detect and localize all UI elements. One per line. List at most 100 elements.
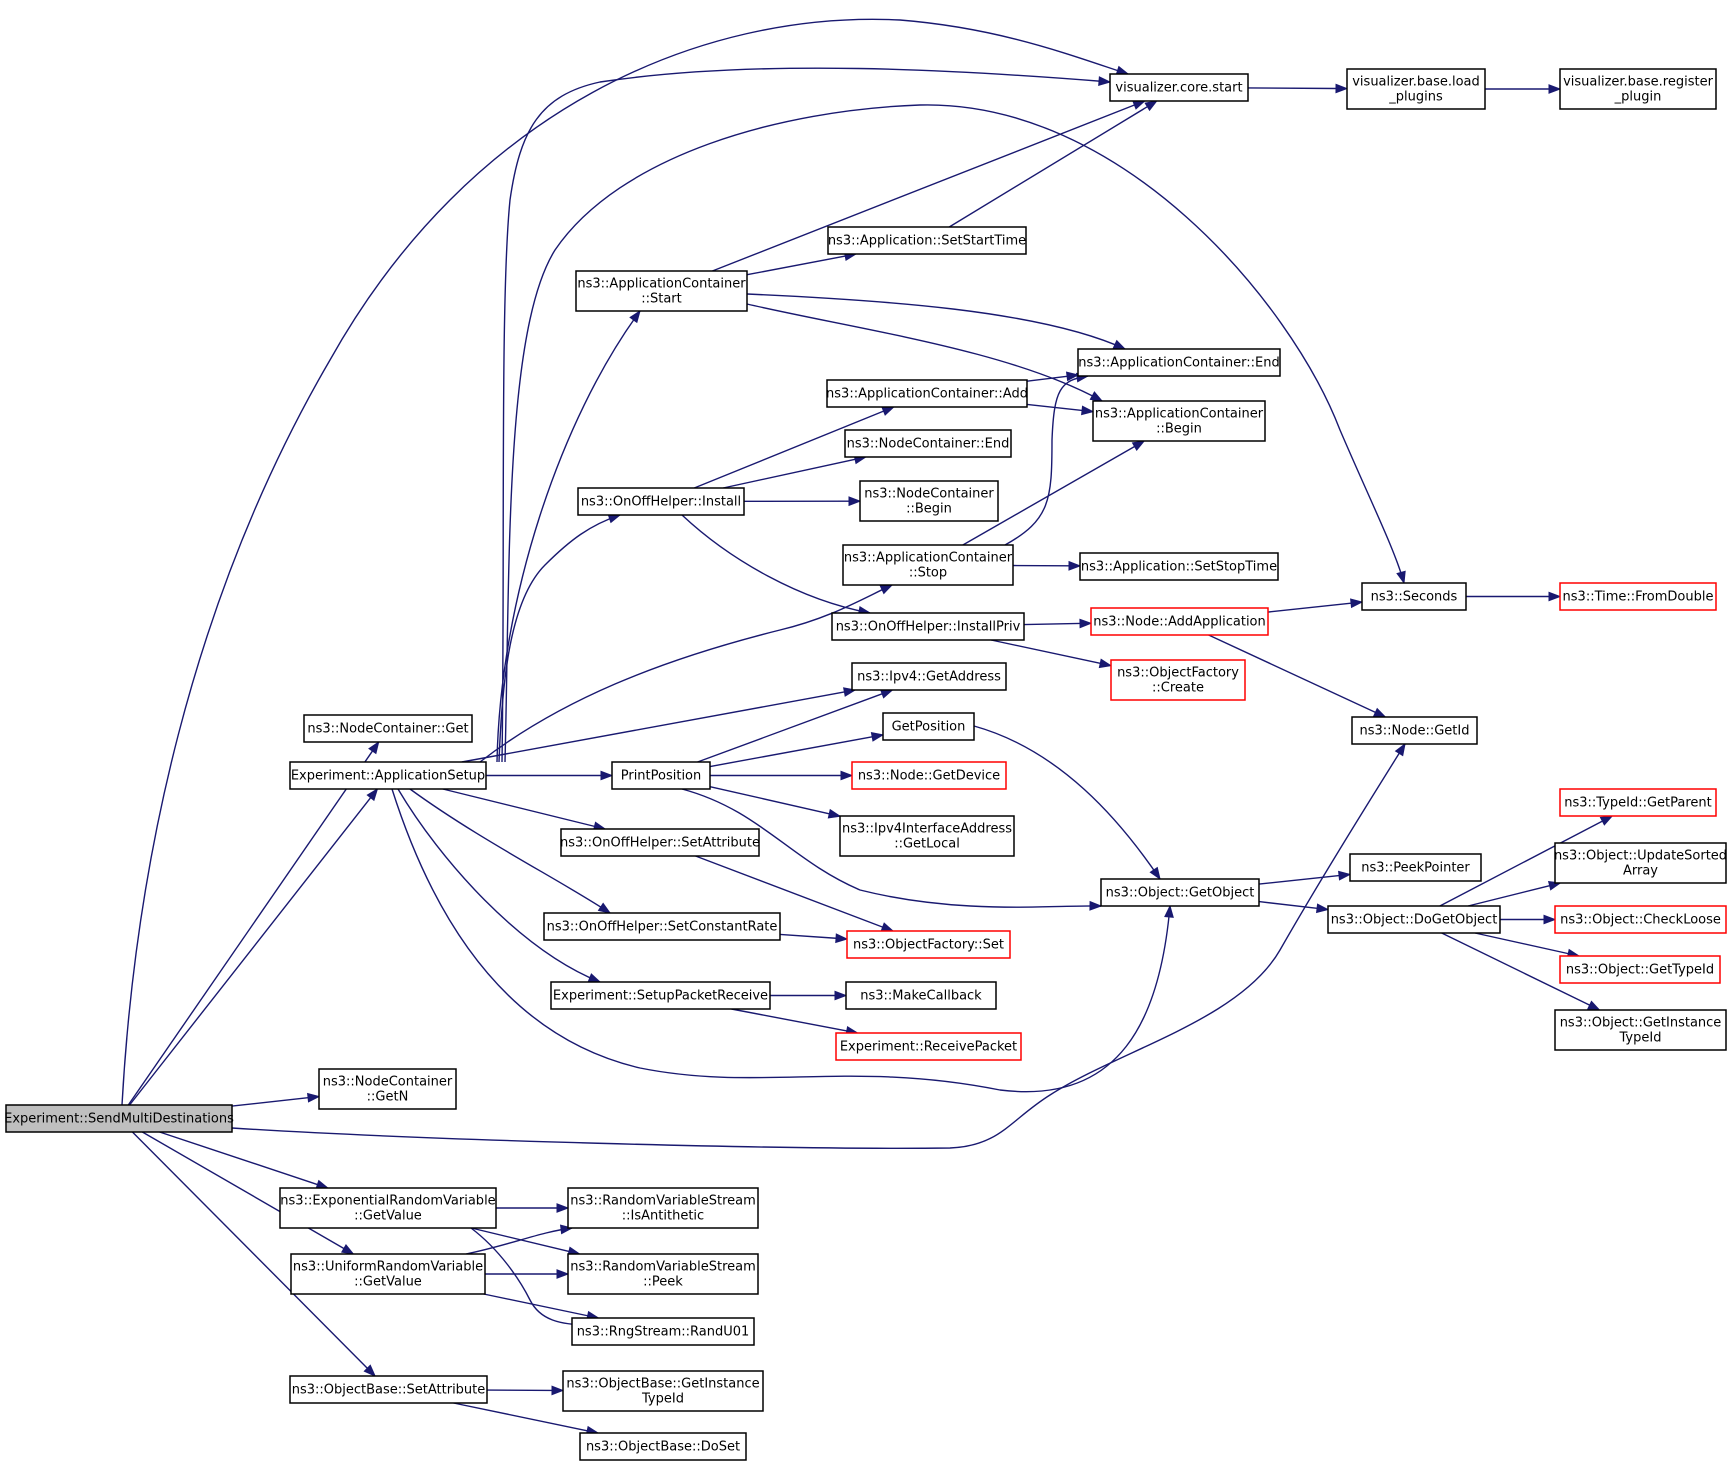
node-box <box>560 828 760 857</box>
node-acend[interactable]: ns3::ApplicationContainer::End <box>1077 348 1281 377</box>
edge-line <box>746 303 1103 402</box>
edge-root-to-appsetup <box>129 787 379 1106</box>
node-ipv4getaddr[interactable]: ns3::Ipv4::GetAddress <box>851 662 1007 691</box>
edge-line <box>1258 900 1318 910</box>
node-nodegetdevice[interactable]: ns3::Node::GetDevice <box>851 761 1007 790</box>
node-ofcreate[interactable]: ns3::ObjectFactory::Create <box>1110 659 1246 701</box>
edge-line <box>453 1402 588 1432</box>
node-ncbegin[interactable]: ns3::NodeContainer::Begin <box>859 480 999 522</box>
node-oosetattr[interactable]: ns3::OnOffHelper::SetAttribute <box>560 828 760 857</box>
node-vizstart[interactable]: visualizer.core.start <box>1109 73 1249 102</box>
node-peekpointer[interactable]: ns3::PeekPointer <box>1349 853 1482 882</box>
node-nodeaddapp[interactable]: ns3::Node::AddApplication <box>1090 607 1269 636</box>
node-seconds[interactable]: ns3::Seconds <box>1361 582 1467 611</box>
node-box <box>859 480 999 522</box>
node-ooinstallpriv[interactable]: ns3::OnOffHelper::InstallPriv <box>831 612 1025 641</box>
edge-nodeaddapp-to-seconds <box>1267 598 1364 613</box>
node-nodegetid[interactable]: ns3::Node::GetId <box>1351 716 1478 745</box>
edge-nodeaddapp-to-nodegetid <box>1208 634 1387 718</box>
arrowhead <box>835 933 849 944</box>
node-label: ns3::Seconds <box>1371 590 1458 605</box>
node-recvpacket[interactable]: Experiment::ReceivePacket <box>835 1032 1022 1061</box>
edge-line <box>746 293 1126 350</box>
node-appsetstart[interactable]: ns3::Application::SetStartTime <box>827 226 1027 255</box>
node-acstop[interactable]: ns3::ApplicationContainer::Stop <box>842 544 1014 586</box>
node-box <box>851 662 1007 691</box>
arrowhead <box>1131 440 1146 451</box>
node-label: ns3::ApplicationContainer <box>577 277 746 292</box>
node-label: ns3::ApplicationContainer::End <box>1078 356 1279 371</box>
edge-appsetup-to-vizstart <box>501 67 1112 763</box>
node-label: ns3::OnOffHelper::Install <box>581 495 741 510</box>
edge-appsetup-to-oosetattr <box>442 788 607 832</box>
node-rngrandu01[interactable]: ns3::RngStream::RandU01 <box>571 1317 755 1346</box>
arrowhead <box>1396 570 1406 585</box>
arrowhead <box>1372 707 1387 718</box>
edge-line <box>159 1131 318 1186</box>
node-obdoset[interactable]: ns3::ObjectBase::DoSet <box>579 1432 747 1461</box>
node-typeidgetparent[interactable]: ns3::TypeId::GetParent <box>1559 788 1717 817</box>
node-fromdouble[interactable]: ns3::Time::FromDouble <box>1559 582 1717 611</box>
node-root[interactable]: Experiment::SendMultiDestinations <box>4 1104 234 1133</box>
edge-line <box>483 1293 588 1317</box>
arrowhead <box>1098 76 1112 86</box>
node-label: ::Create <box>1152 681 1204 696</box>
node-acbegin[interactable]: ns3::ApplicationContainer::Begin <box>1092 400 1266 442</box>
node-label: GetPosition <box>892 720 966 735</box>
node-rvsisanti[interactable]: ns3::RandomVariableStream::IsAntithetic <box>567 1187 759 1229</box>
node-getposition[interactable]: GetPosition <box>882 712 975 741</box>
node-label: ::Start <box>641 292 682 307</box>
node-acadd[interactable]: ns3::ApplicationContainer::Add <box>826 379 1028 408</box>
node-box <box>290 1253 486 1295</box>
arrowhead <box>880 922 895 932</box>
node-ncgetn[interactable]: ns3::NodeContainer::GetN <box>318 1068 457 1110</box>
node-vizreg[interactable]: visualizer.base.register_plugin <box>1559 68 1717 110</box>
node-rvspeek[interactable]: ns3::RandomVariableStream::Peek <box>567 1253 759 1295</box>
edge-acstop-to-appsetstop <box>1012 560 1082 571</box>
arrowhead <box>600 770 614 781</box>
node-label: ns3::OnOffHelper::SetConstantRate <box>547 920 778 935</box>
edge-unigetvalue-to-rvspeek <box>485 1269 570 1279</box>
node-label: ns3::ObjectBase::SetAttribute <box>292 1383 486 1398</box>
node-box <box>1109 73 1249 102</box>
node-label: ::Begin <box>906 502 952 517</box>
node-ooinstall[interactable]: ns3::OnOffHelper::Install <box>577 487 745 516</box>
node-label: ns3::Object::GetTypeId <box>1566 963 1714 978</box>
node-appsetup[interactable]: Experiment::ApplicationSetup <box>289 761 487 790</box>
node-objcheckloose[interactable]: ns3::Object::CheckLoose <box>1554 905 1727 934</box>
node-ncend[interactable]: ns3::NodeContainer::End <box>844 429 1012 458</box>
edge-oosetconst-to-ofset <box>779 933 849 944</box>
arrowhead <box>840 770 854 781</box>
node-printposition[interactable]: PrintPosition <box>611 761 711 790</box>
arrowhead <box>1089 391 1104 402</box>
node-objgettypeid[interactable]: ns3::Object::GetTypeId <box>1559 955 1721 984</box>
node-ncget[interactable]: ns3::NodeContainer::Get <box>303 714 473 743</box>
edge-acstart-to-acbegin <box>746 303 1104 402</box>
node-oosetconst[interactable]: ns3::OnOffHelper::SetConstantRate <box>543 912 781 941</box>
node-setuppacketrecv[interactable]: Experiment::SetupPacketReceive <box>550 981 771 1010</box>
node-box <box>1554 1009 1727 1051</box>
node-objgetobject[interactable]: ns3::Object::GetObject <box>1100 878 1260 907</box>
node-unigetvalue[interactable]: ns3::UniformRandomVariable::GetValue <box>290 1253 486 1295</box>
node-makecallback[interactable]: ns3::MakeCallback <box>845 981 997 1010</box>
node-ofset[interactable]: ns3::ObjectFactory::Set <box>846 930 1011 959</box>
edge-appsetup-to-objgetobject <box>391 788 1174 1093</box>
arrowhead <box>1079 618 1093 629</box>
edge-line <box>129 797 372 1106</box>
edge-printposition-to-nodegetdevice <box>710 770 854 781</box>
arrowhead <box>556 1203 570 1213</box>
node-appsetstop[interactable]: ns3::Application::SetStopTime <box>1079 552 1279 581</box>
node-box <box>5 1104 233 1133</box>
arrowhead <box>307 1092 321 1103</box>
node-ipv4ifgetlocal[interactable]: ns3::Ipv4InterfaceAddress::GetLocal <box>839 815 1015 857</box>
node-vizload[interactable]: visualizer.base.load_plugins <box>1346 68 1486 110</box>
arrowhead <box>340 1243 355 1255</box>
node-acstart[interactable]: ns3::ApplicationContainer::Start <box>575 270 748 312</box>
node-expgetvalue[interactable]: ns3::ExponentialRandomVariable::GetValue <box>279 1187 497 1229</box>
node-obsetattr[interactable]: ns3::ObjectBase::SetAttribute <box>289 1375 488 1404</box>
node-objdoget[interactable]: ns3::Object::DoGetObject <box>1327 905 1501 934</box>
